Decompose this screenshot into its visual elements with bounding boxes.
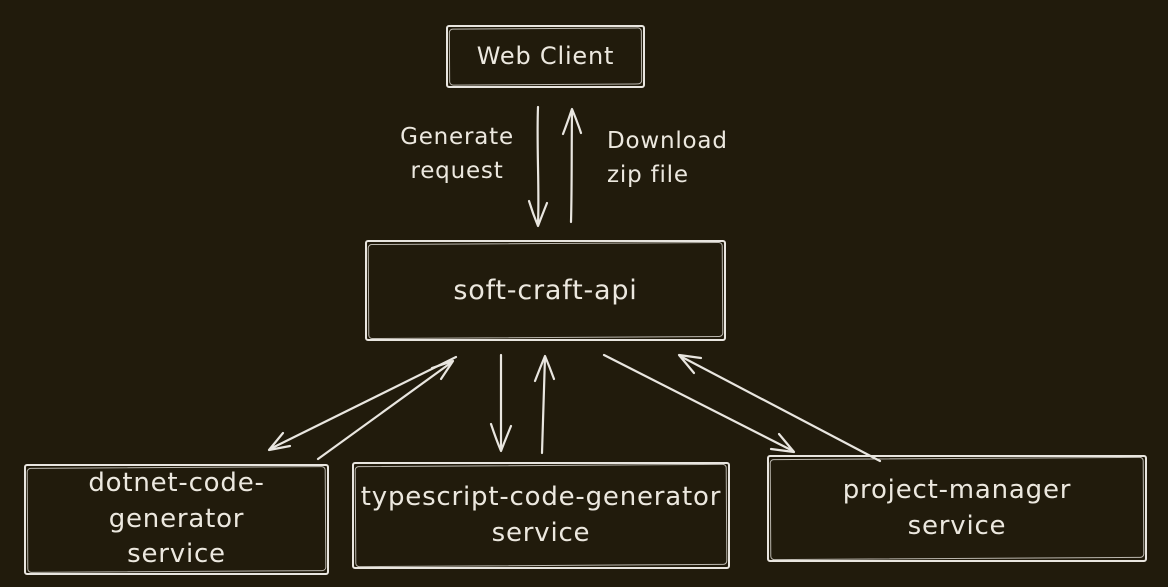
- node-project-manager-label-line1: project-manager: [842, 474, 1072, 505]
- arrow-client-to-api: [527, 105, 549, 228]
- arrow-api-to-dotnet: [267, 355, 458, 452]
- node-typescript-code-generator-service: typescript-code-generator service: [352, 462, 730, 569]
- node-typescript-label-line1: typescript-code-generator: [360, 481, 722, 512]
- node-web-client: Web Client: [446, 25, 645, 88]
- edge-label-download-line2: zip file: [607, 162, 689, 188]
- edge-label-generate-line2: request: [410, 158, 504, 184]
- arrow-api-to-client: [561, 107, 583, 224]
- node-dotnet-label-line2: service: [127, 539, 226, 570]
- arrow-api-to-typescript: [489, 353, 513, 453]
- node-typescript-label-line2: service: [491, 517, 591, 548]
- arrow-projectmanager-to-api: [677, 353, 882, 463]
- edge-label-generate-line1: Generate: [400, 124, 514, 150]
- node-dotnet-label-line1: dotnet-code-generator: [88, 467, 265, 534]
- node-dotnet-code-generator-service: dotnet-code-generator service: [24, 464, 329, 575]
- arrow-typescript-to-api: [533, 354, 556, 455]
- node-project-manager-service: project-manager service: [767, 455, 1147, 562]
- arrow-dotnet-to-api: [316, 359, 455, 461]
- node-soft-craft-api-label: soft-craft-api: [453, 274, 638, 306]
- arrow-api-to-projectmanager: [602, 353, 796, 454]
- node-web-client-label: Web Client: [476, 41, 615, 70]
- edge-label-generate-request: Generate request: [392, 120, 522, 188]
- edge-label-download-zip-file: Download zip file: [607, 124, 757, 192]
- node-soft-craft-api: soft-craft-api: [365, 240, 726, 341]
- node-project-manager-label-line2: service: [907, 510, 1007, 541]
- edge-label-download-line1: Download: [607, 128, 728, 154]
